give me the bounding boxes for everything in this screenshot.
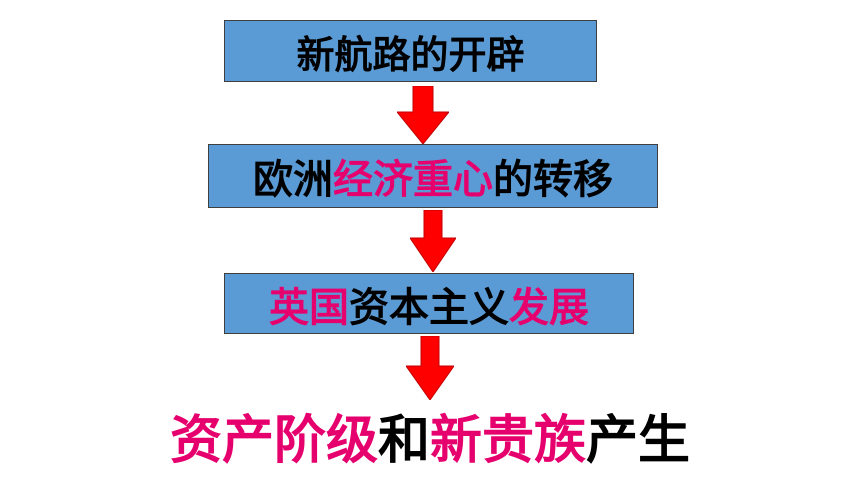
step-4-text-part-1: 资产阶级 (169, 410, 378, 471)
step-3-text-part-1: 英国 (269, 284, 349, 331)
step-box-new-sea-routes: 新航路的开辟 (224, 20, 597, 82)
step-4-text-part-2: 和 (377, 410, 430, 471)
step-4-text-part-4: 产生 (586, 410, 691, 471)
down-arrow-icon (406, 336, 454, 400)
down-arrow-icon (397, 86, 449, 144)
step-2-text-part-2: 经济重心 (333, 157, 493, 203)
step-3-text-part-2: 资本主义 (349, 284, 509, 331)
step-4-text-part-3: 新贵族 (430, 410, 587, 471)
step-box-british-capitalism: 英国 资本主义 发展 (224, 273, 634, 334)
step-2-text-part-3: 的转移 (493, 157, 613, 203)
step-box-economic-center-shift: 欧洲 经济重心 的转移 (208, 144, 658, 208)
step-2-text-part-1: 欧洲 (253, 157, 333, 203)
step-1-text: 新航路的开辟 (296, 32, 525, 77)
step-final-result: 资产阶级 和 新贵族 产生 (0, 395, 860, 475)
step-3-text-part-3: 发展 (509, 284, 589, 331)
down-arrow-icon (410, 210, 456, 272)
